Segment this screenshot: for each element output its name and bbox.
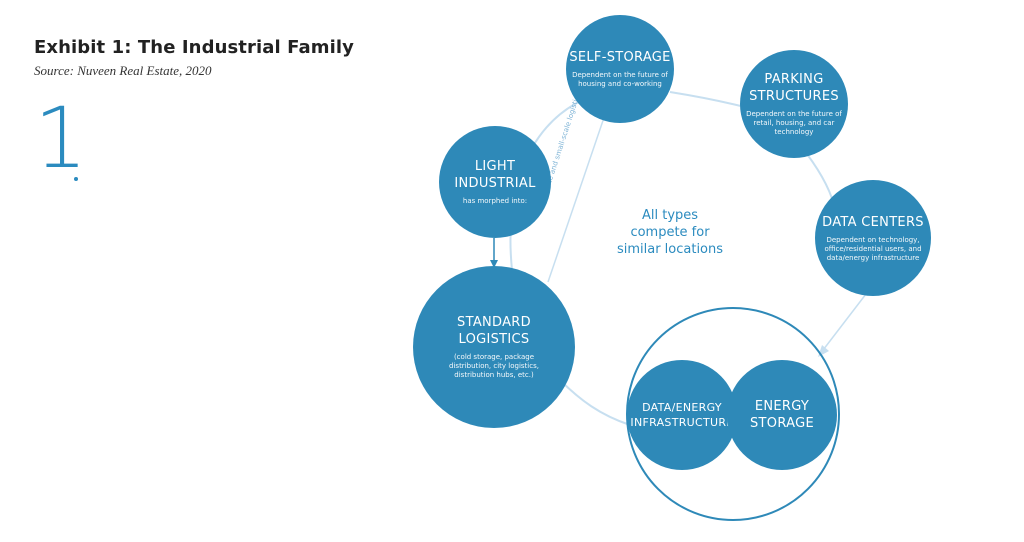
node-light-industrial: LIGHT INDUSTRIAL has morphed into: <box>439 126 551 238</box>
node-standard-logistics-title: STANDARD LOGISTICS <box>457 315 531 347</box>
exhibit-source: Source: Nuveen Real Estate, 2020 <box>34 63 212 78</box>
node-light-industrial-desc: has morphed into: <box>462 197 528 205</box>
node-parking-title: PARKING STRUCTURES <box>749 72 839 104</box>
ring-arc-lower <box>559 379 631 426</box>
exhibit-number-dot <box>74 177 78 181</box>
center-text: All types compete for similar locations <box>616 208 724 257</box>
light-to-standard-arrowhead <box>490 260 498 268</box>
node-parking-desc: Dependent on the future of retail, housi… <box>746 110 842 136</box>
exhibit-title: Exhibit 1: The Industrial Family <box>34 37 354 58</box>
node-data-centers: DATA CENTERS Dependent on technology, of… <box>815 180 931 296</box>
logistics-arrow-line <box>547 99 611 283</box>
node-data-centers-desc: Dependent on technology, office/resident… <box>824 235 922 262</box>
datacenter-arrow-line <box>819 293 867 355</box>
node-data-centers-title: DATA CENTERS <box>822 214 924 230</box>
node-self-storage: SELF-STORAGE Dependent on the future of … <box>566 15 674 123</box>
node-energy-storage: ENERGY STORAGE <box>727 360 837 470</box>
node-data-energy-infrastructure: DATA/ENERGY INFRASTRUCTURE <box>627 360 737 470</box>
node-self-storage-desc: Dependent on the future of housing and c… <box>572 71 668 88</box>
exhibit-number: 1 <box>34 89 88 187</box>
node-data-energy-title: DATA/ENERGY INFRASTRUCTURE <box>630 401 734 429</box>
node-self-storage-title: SELF-STORAGE <box>569 50 671 65</box>
node-energy-storage-title: ENERGY STORAGE <box>750 399 814 431</box>
node-light-industrial-title: LIGHT INDUSTRIAL <box>454 159 536 191</box>
node-parking-structures: PARKING STRUCTURES Dependent on the futu… <box>740 50 848 158</box>
datacenter-arrow-head <box>818 345 829 357</box>
node-standard-logistics: STANDARD LOGISTICS (cold storage, packag… <box>413 266 575 428</box>
node-standard-logistics-desc: (cold storage, package distribution, cit… <box>449 353 539 379</box>
